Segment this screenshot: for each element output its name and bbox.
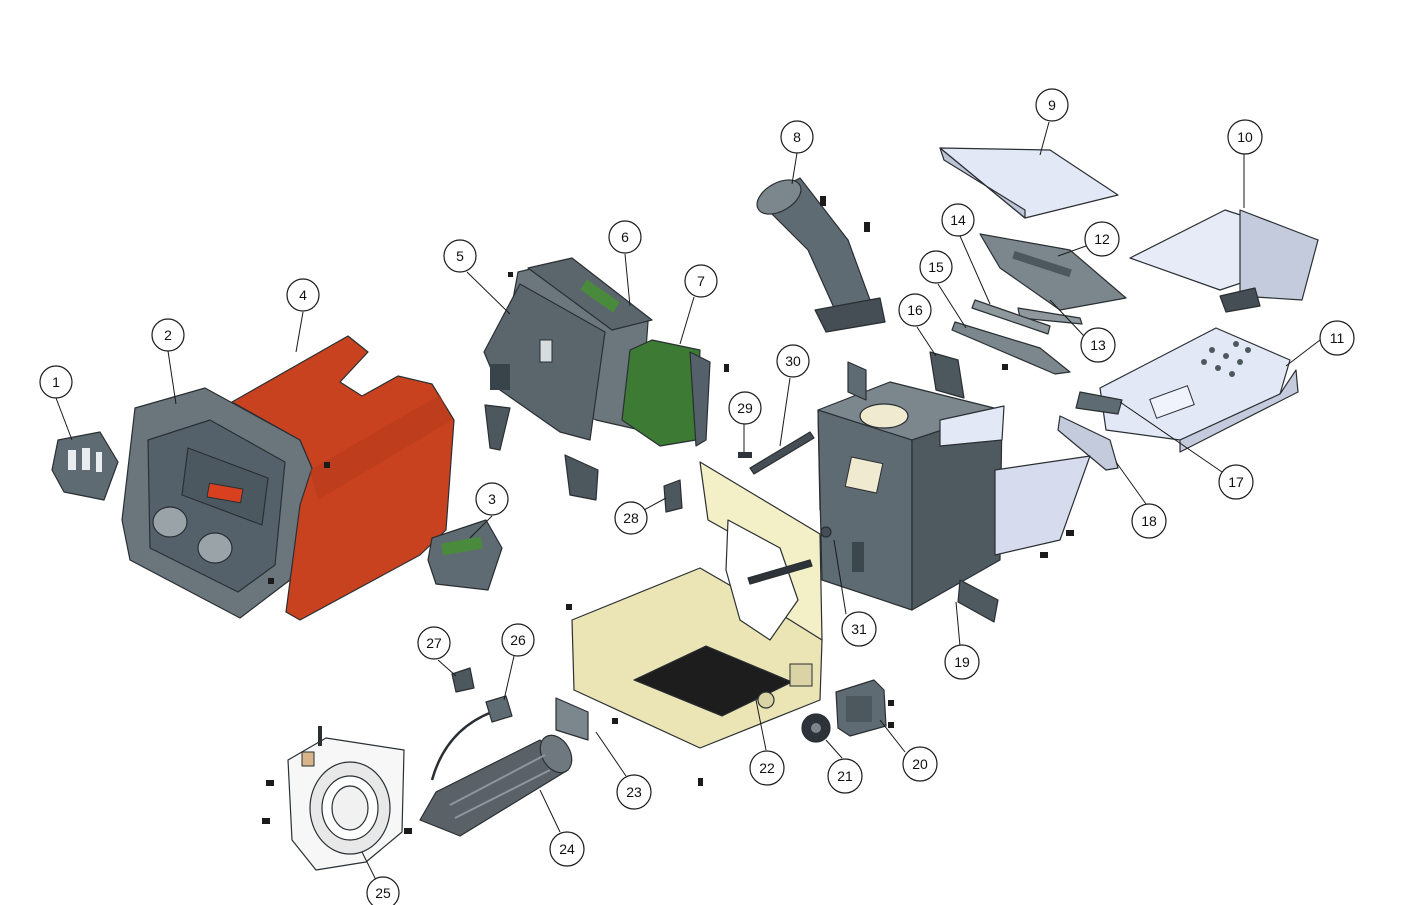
part-11-tray xyxy=(1099,327,1299,453)
part-13-rod xyxy=(1017,307,1083,325)
part-27-clip xyxy=(451,667,475,693)
part-21-gear xyxy=(801,713,831,743)
callout-7: 7 xyxy=(684,264,718,298)
part-12-plate xyxy=(979,233,1127,311)
svg-text:9: 9 xyxy=(1048,97,1056,113)
callout-24: 24 xyxy=(549,831,585,867)
callout-3: 3 xyxy=(475,482,509,516)
svg-text:30: 30 xyxy=(785,353,801,369)
svg-text:10: 10 xyxy=(1237,129,1253,145)
part-24-motor xyxy=(419,734,573,837)
part-1-bracket xyxy=(51,431,119,501)
part-10-bracket xyxy=(1129,209,1319,313)
part-15-blade xyxy=(951,321,1071,375)
svg-text:5: 5 xyxy=(456,248,464,264)
callout-30: 30 xyxy=(776,344,810,378)
part-7-module xyxy=(621,339,711,447)
part-4-cover xyxy=(231,335,455,621)
part-29-pin xyxy=(738,452,752,458)
leader-lines xyxy=(55,121,1321,881)
svg-text:24: 24 xyxy=(559,841,575,857)
callout-15: 15 xyxy=(919,250,953,284)
svg-text:1: 1 xyxy=(52,374,60,390)
callout-9: 9 xyxy=(1035,88,1069,122)
svg-text:11: 11 xyxy=(1330,330,1345,346)
fasteners xyxy=(262,196,1074,834)
part-26-cable xyxy=(430,695,513,781)
svg-text:3: 3 xyxy=(488,491,496,507)
svg-text:15: 15 xyxy=(928,259,944,275)
svg-text:18: 18 xyxy=(1141,513,1157,529)
callout-14: 14 xyxy=(941,203,975,237)
callout-2: 2 xyxy=(151,318,185,352)
svg-text:31: 31 xyxy=(851,621,867,637)
part-3-module xyxy=(427,519,503,591)
callout-29: 29 xyxy=(728,391,762,425)
callout-8: 8 xyxy=(780,120,814,154)
callouts: 1 2 3 4 5 6 7 8 9 10 11 12 13 14 15 16 1… xyxy=(39,88,1355,905)
svg-text:13: 13 xyxy=(1090,337,1106,353)
part-28-bracket xyxy=(663,479,683,513)
callout-12: 12 xyxy=(1084,221,1120,257)
svg-text:26: 26 xyxy=(510,632,526,648)
callout-19: 19 xyxy=(944,644,980,680)
svg-text:2: 2 xyxy=(164,327,172,343)
svg-text:8: 8 xyxy=(793,129,801,145)
callout-1: 1 xyxy=(39,365,73,399)
svg-text:19: 19 xyxy=(954,654,970,670)
part-6-board xyxy=(527,257,653,331)
callout-25: 25 xyxy=(366,876,400,905)
callout-27: 27 xyxy=(417,626,451,660)
svg-text:28: 28 xyxy=(623,510,639,526)
callout-4: 4 xyxy=(286,278,320,312)
callout-22: 22 xyxy=(749,750,785,786)
part-17-bracket xyxy=(1075,391,1123,415)
callout-17: 17 xyxy=(1218,464,1254,500)
svg-text:6: 6 xyxy=(621,229,629,245)
svg-text:20: 20 xyxy=(912,756,928,772)
callout-18: 18 xyxy=(1131,503,1167,539)
svg-text:25: 25 xyxy=(375,885,391,901)
part-20-box xyxy=(835,679,887,737)
part-23-plate xyxy=(555,697,589,741)
svg-text:7: 7 xyxy=(697,273,705,289)
svg-text:14: 14 xyxy=(950,212,966,228)
svg-text:22: 22 xyxy=(759,760,775,776)
part-16-grill xyxy=(929,351,965,399)
part-25-fan-housing xyxy=(287,726,405,871)
svg-text:17: 17 xyxy=(1228,474,1244,490)
part-18-bracket xyxy=(1057,415,1119,471)
part-19-main-housing xyxy=(817,361,1091,623)
callout-28: 28 xyxy=(614,501,648,535)
part-30-screw xyxy=(749,431,815,475)
callout-6: 6 xyxy=(608,220,642,254)
svg-text:12: 12 xyxy=(1094,231,1110,247)
callout-16: 16 xyxy=(898,293,932,327)
part-22-base-frame xyxy=(571,461,823,749)
svg-text:23: 23 xyxy=(626,784,642,800)
callout-11: 11 xyxy=(1319,320,1355,356)
callout-26: 26 xyxy=(501,623,535,657)
callout-23: 23 xyxy=(616,774,652,810)
part-14-rod xyxy=(971,299,1051,335)
svg-text:27: 27 xyxy=(426,635,442,651)
svg-text:16: 16 xyxy=(907,302,923,318)
callout-31: 31 xyxy=(841,611,877,647)
part-9-tray xyxy=(939,147,1119,219)
part-8-tube xyxy=(756,177,886,333)
callout-10: 10 xyxy=(1227,119,1263,155)
callout-21: 21 xyxy=(827,758,863,794)
part-2-front-panel xyxy=(121,387,313,619)
svg-text:4: 4 xyxy=(299,287,307,303)
callout-5: 5 xyxy=(443,239,477,273)
part-31-shaft xyxy=(747,526,832,585)
callout-20: 20 xyxy=(902,746,938,782)
callout-13: 13 xyxy=(1080,327,1116,363)
svg-text:29: 29 xyxy=(737,400,753,416)
svg-text:21: 21 xyxy=(837,768,853,784)
